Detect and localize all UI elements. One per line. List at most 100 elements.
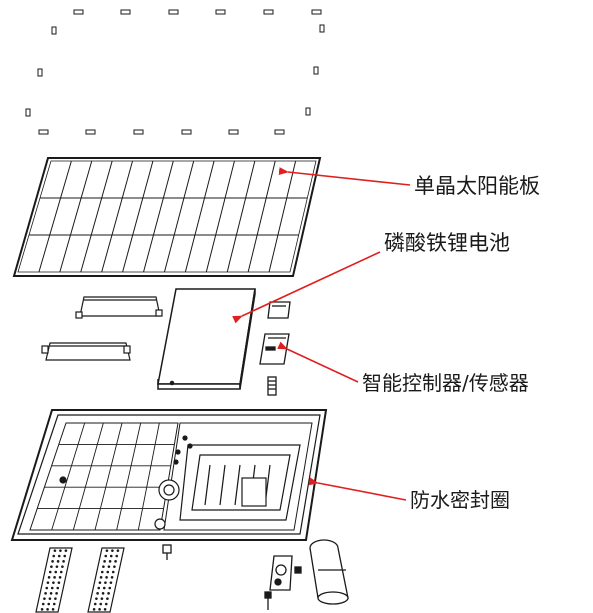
led-dot	[47, 576, 51, 579]
led-dot	[99, 602, 103, 606]
led-dot	[56, 560, 60, 563]
led-dot	[111, 549, 114, 552]
led-dot	[107, 565, 111, 568]
clip	[168, 9, 179, 15]
label-seal-ring: 防水密封圈	[410, 488, 510, 512]
led-dot	[63, 554, 67, 558]
label-battery: 磷酸铁锂电池	[384, 231, 510, 255]
led-dot	[109, 554, 113, 558]
label-controller-sensor: 智能控制器/传感器	[362, 371, 529, 395]
led-dot	[47, 602, 51, 606]
led-dot	[106, 570, 110, 574]
led-dot	[102, 586, 106, 590]
clip	[215, 9, 226, 15]
led-dot	[98, 608, 101, 611]
led-dot	[103, 560, 106, 563]
led-dot	[103, 608, 107, 611]
led-dot	[101, 592, 105, 595]
clip	[313, 66, 319, 75]
led-dot	[61, 565, 64, 568]
label-solar-panel: 单晶太阳能板	[414, 174, 540, 198]
clip	[38, 129, 49, 135]
led-dot	[115, 554, 119, 558]
led-dot	[59, 549, 62, 552]
clip	[133, 129, 144, 135]
clip	[85, 129, 96, 135]
led-dot	[104, 581, 107, 584]
led-dot	[105, 576, 108, 579]
led-dot	[96, 592, 99, 595]
led-dot	[107, 592, 110, 595]
clip	[228, 129, 239, 135]
led-dot	[64, 549, 68, 552]
led-dot	[102, 565, 105, 568]
leader-lines	[232, 167, 411, 501]
led-dot	[48, 570, 52, 574]
led-dot	[59, 570, 63, 574]
clip	[51, 26, 57, 35]
led-dot	[57, 581, 61, 584]
led-dot	[43, 597, 46, 600]
led-dot	[114, 560, 117, 563]
led-dot	[45, 586, 49, 590]
led-dot	[52, 554, 56, 558]
led-dot	[93, 602, 97, 606]
led-dot	[44, 592, 47, 595]
bracket-plates	[41, 296, 163, 361]
led-dot	[113, 565, 116, 568]
led-dot	[56, 586, 60, 590]
led-dot	[109, 581, 113, 584]
led-dot	[98, 581, 102, 584]
led-dot	[55, 565, 59, 568]
led-dot	[97, 586, 101, 590]
led-dot	[57, 554, 61, 558]
leader-controller	[277, 341, 359, 383]
clip	[181, 129, 192, 135]
led-dot	[46, 581, 50, 584]
led-dot	[58, 576, 62, 579]
led-dot	[46, 608, 49, 611]
led-dot	[53, 549, 57, 552]
led-dot	[108, 560, 112, 563]
leader-seal-ring	[308, 477, 407, 501]
led-dot	[106, 597, 109, 600]
clip	[274, 129, 285, 135]
led-strips	[35, 547, 125, 613]
led-dot	[92, 608, 96, 611]
led-dot	[108, 586, 112, 590]
led-dot	[99, 576, 103, 579]
led-dot	[54, 570, 58, 574]
clip	[319, 24, 325, 33]
pole-mount-bracket	[162, 539, 349, 610]
led-dot	[53, 576, 56, 579]
led-dot	[50, 586, 54, 590]
leader-solar-panel	[278, 167, 411, 186]
led-dot	[95, 597, 98, 600]
clip	[311, 9, 322, 15]
led-dot	[111, 570, 115, 574]
leader-battery	[232, 251, 381, 324]
led-dot	[100, 597, 104, 600]
clip	[305, 107, 311, 116]
led-dot	[104, 602, 108, 606]
led-dot	[62, 560, 65, 563]
led-dot	[105, 549, 109, 552]
led-dot	[40, 608, 44, 611]
housing-with-seal	[10, 409, 328, 541]
led-dot	[116, 549, 120, 552]
clip	[37, 68, 43, 77]
mounting-clips	[25, 9, 325, 135]
led-dot	[110, 576, 114, 579]
led-dot	[41, 602, 45, 606]
battery-pack	[157, 288, 256, 390]
led-dot	[52, 602, 56, 606]
led-dot	[51, 608, 55, 611]
led-dot	[52, 581, 55, 584]
led-dot	[54, 597, 57, 600]
led-dot	[100, 570, 104, 574]
led-dot	[55, 592, 58, 595]
clip	[25, 108, 31, 117]
solar-panel	[12, 157, 322, 277]
clip	[73, 9, 84, 15]
